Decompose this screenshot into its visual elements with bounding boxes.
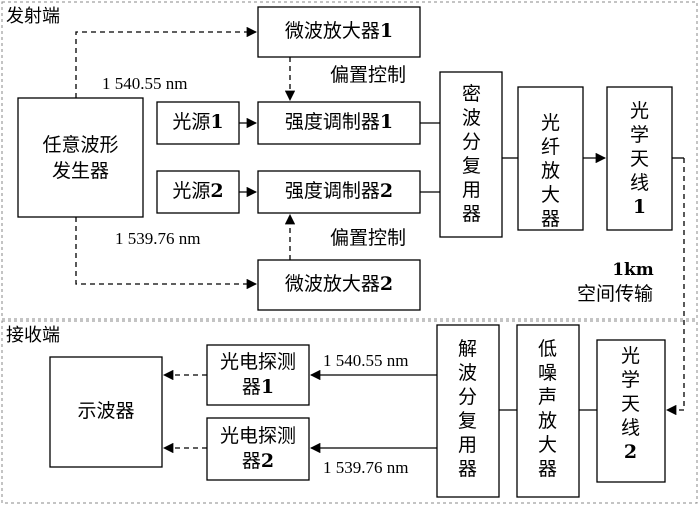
awg-to-mw-amp-2-line [75,217,258,290]
oscilloscope-box [49,356,163,468]
fiber-amp-box [517,86,584,231]
link-distance-label: 1km [612,260,654,280]
awg-box [17,97,144,218]
bias-control-1-label: 偏置控制 [330,64,407,86]
modulator-2-label: 强度调制器2 [284,180,394,202]
detector-2-box [206,417,310,481]
modulator-1-box [257,101,421,145]
free-space-link-line [665,158,685,416]
detector-1-label: 光电探测器1 [219,351,296,398]
rx-wavelength-2-label: 1 539.76 nm [323,458,409,477]
antenna-2-label: 光学天线2 [621,345,641,463]
oscilloscope-label: 示波器 [77,400,135,422]
demultiplexer-label: 解波分复用器 [458,338,478,480]
fiber-amp-label: 光纤放大器 [541,112,561,230]
detector-1-box [206,344,310,406]
awg-to-mw-amp-1-line [75,26,258,98]
tx-wavelength-1-label: 1 540.55 nm [102,74,188,93]
mw-amp-1-label: 微波放大器1 [284,20,394,42]
antenna-1-label: 光学天线1 [630,100,650,218]
awg-label: 任意波形 发生器 [42,134,119,182]
multiplexer-box [439,71,503,238]
antenna-1-box [606,86,673,231]
tx-wavelength-2-label: 1 539.76 nm [115,229,201,248]
receiver-section-label: 接收端 [6,325,60,346]
laser-2-box [156,170,240,214]
mw-amp-1-box [257,6,421,58]
link-label: 空间传输 [577,283,654,305]
lna-label: 低噪声放大器 [538,338,558,480]
lna-box [516,324,580,498]
transmitter-section-label: 发射端 [6,6,60,27]
rx-wavelength-1-label: 1 540.55 nm [323,351,409,370]
antenna-2-box [596,339,666,483]
modulator-1-label: 强度调制器1 [284,111,394,133]
detector-2-label: 光电探测器2 [219,425,296,472]
bias-control-2-label: 偏置控制 [330,227,407,249]
transmitter-section-frame [1,1,698,320]
mw-amp-2-label: 微波放大器2 [284,273,394,295]
modulator-2-box [257,170,421,214]
laser-1-label: 光源1 [172,111,224,133]
demultiplexer-box [436,324,500,498]
laser-2-label: 光源2 [172,180,224,202]
receiver-section-frame [1,320,698,504]
mw-amp-2-box [257,259,421,311]
multiplexer-label: 密波分复用器 [462,83,482,225]
